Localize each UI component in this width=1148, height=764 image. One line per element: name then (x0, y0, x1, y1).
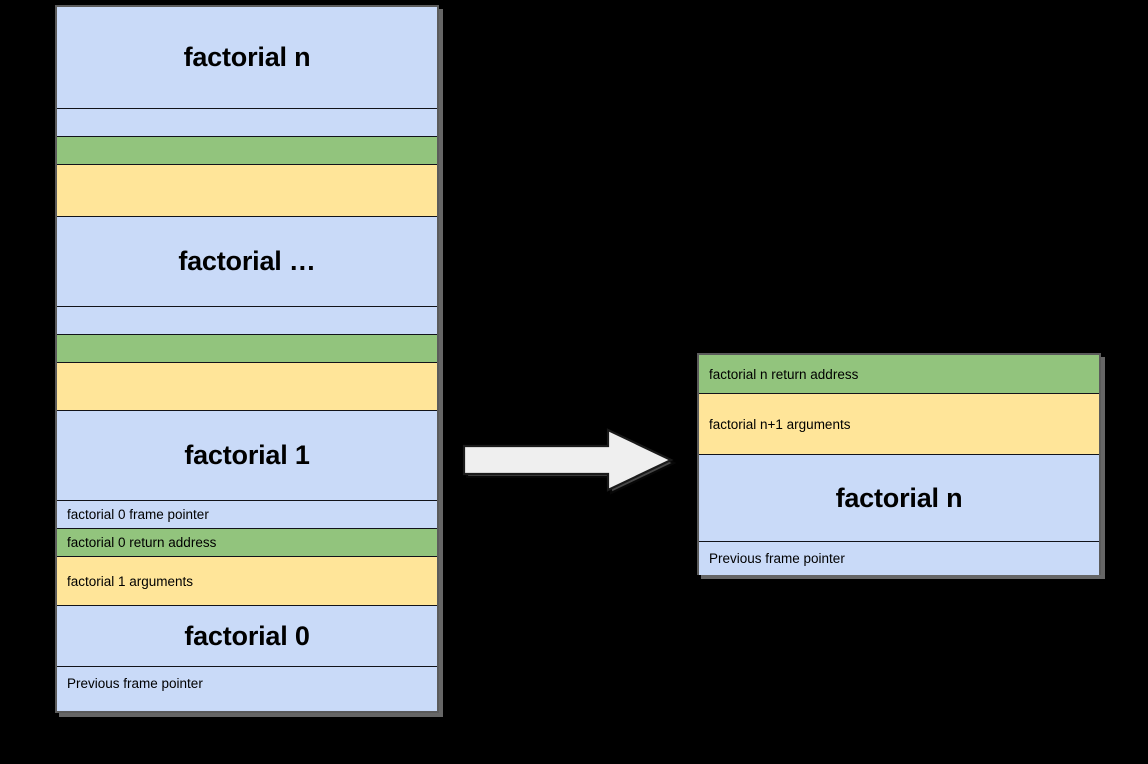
stack-row-previous-frame-pointer: Previous frame pointer (699, 542, 1099, 575)
stack-row-previous-frame-pointer: Previous frame pointer (57, 667, 437, 700)
right-block-arrow (460, 424, 677, 496)
stack-row-factorial-n-return-address: factorial n return address (699, 355, 1099, 394)
stack-row-empty-1 (57, 109, 437, 137)
stack-row-factorial-n: factorial n (57, 7, 437, 109)
stack-row-empty-2 (57, 137, 437, 165)
stack-row-empty-6 (57, 335, 437, 363)
stack-row-empty-3 (57, 165, 437, 217)
stack-row-factorial-n-1-arguments: factorial n+1 arguments (699, 394, 1099, 455)
stack-row-factorial-0: factorial 0 (57, 606, 437, 667)
stack-row-factorial: factorial … (57, 217, 437, 307)
stack-row-factorial-0-frame-pointer: factorial 0 frame pointer (57, 501, 437, 529)
stack-row-factorial-1: factorial 1 (57, 411, 437, 501)
stack-row-factorial-0-return-address: factorial 0 return address (57, 529, 437, 557)
stack-row-factorial-n: factorial n (699, 455, 1099, 542)
stack-row-factorial-1-arguments: factorial 1 arguments (57, 557, 437, 606)
stack-row-empty-5 (57, 307, 437, 335)
stack-row-empty-7 (57, 363, 437, 411)
arrow-icon (462, 428, 677, 495)
